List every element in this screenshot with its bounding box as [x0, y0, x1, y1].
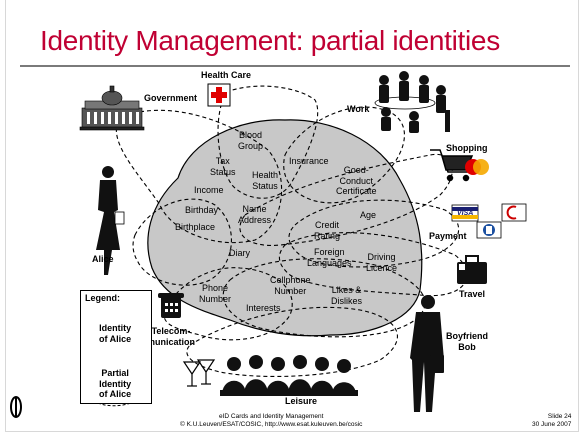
attr-health-status: Health Status [252, 170, 279, 191]
diners-card-icon [476, 221, 502, 239]
legend-identity-label: Identity of Alice [99, 323, 132, 344]
telephone-icon [158, 293, 184, 318]
suitcase-icon [457, 255, 487, 284]
context-leisure: Leisure [285, 396, 318, 406]
context-payment: Payment [429, 231, 467, 241]
legend-box [80, 290, 152, 404]
legend-partial-identity-label: Partial Identity of Alice [99, 368, 132, 399]
identity-of-alice-area [147, 119, 423, 337]
partial-identity-payment [288, 199, 460, 268]
slide-frame [5, 0, 579, 432]
audience-icon [220, 355, 358, 396]
kuleuven-logo [10, 396, 22, 418]
attr-age: Age [360, 210, 377, 220]
red-cross-icon [207, 83, 231, 107]
context-alice: Alice [92, 254, 114, 264]
context-health-care: Health Care [201, 70, 252, 80]
partial-identity-travel [278, 232, 468, 297]
attr-credit-rating: Credit Rating [314, 220, 341, 241]
shopping-cart-icon [430, 149, 474, 182]
attr-good-conduct: Good- Conduct Certificate [336, 165, 377, 196]
attr-phone-number: Phone Number [199, 283, 232, 304]
attr-foreign-languages: Foreign Languages [307, 247, 352, 268]
partial-identity-government [115, 109, 283, 244]
government-icon [79, 85, 145, 131]
bob-silhouette-icon [410, 295, 444, 412]
attr-diary: Diary [229, 248, 251, 258]
context-government: Government [144, 93, 198, 103]
title-rule [20, 65, 570, 67]
visa-label: VISA [457, 210, 474, 217]
partial-identity-leisure [186, 306, 398, 378]
context-work: Work [347, 104, 370, 114]
partial-identity-telecom [163, 267, 293, 341]
mastercard-icon [465, 159, 489, 175]
attr-interests: Interests [246, 303, 281, 313]
context-telecommunication: Telecom- munication [147, 326, 196, 347]
attr-name-address: Name Address [238, 204, 272, 225]
attr-insurance: Insurance [289, 156, 329, 166]
attr-likes-dislikes: Likes & Dislikes [331, 285, 363, 306]
attr-blood-group: Blood Group [238, 130, 264, 151]
context-shopping: Shopping [446, 143, 488, 153]
context-travel: Travel [459, 289, 486, 299]
attr-tax-status: Tax Status [210, 156, 236, 177]
attr-driving-licence: Driving Licence [366, 252, 398, 273]
footer-center: eID Cards and Identity Management © K.U.… [180, 413, 363, 428]
partial-identity-work [283, 106, 405, 204]
footer-slide-info: Slide 24 30 June 2007 [532, 413, 572, 428]
attr-cellphone-number: Cellphone Number [270, 275, 311, 296]
partial-identity-health [217, 85, 319, 199]
attr-birthplace: Birthplace [175, 222, 216, 232]
alice-silhouette-icon [96, 166, 125, 275]
slide-title: Identity Management: partial identities [40, 25, 500, 56]
attr-birthday: Birthday [185, 205, 219, 215]
cocktail-glasses-icon [182, 359, 216, 387]
context-boyfriend-bob: Boyfriend Bob [446, 331, 489, 352]
partial-identity-left [132, 198, 232, 286]
visa-card-icon [451, 204, 479, 222]
work-meeting-icon [374, 71, 450, 133]
partial-identity-shopping [239, 153, 453, 246]
partial-identity-boyfriend [222, 258, 426, 338]
eurocard-icon [501, 203, 527, 222]
legend-title: Legend: [85, 293, 120, 303]
attr-income: Income [194, 185, 224, 195]
